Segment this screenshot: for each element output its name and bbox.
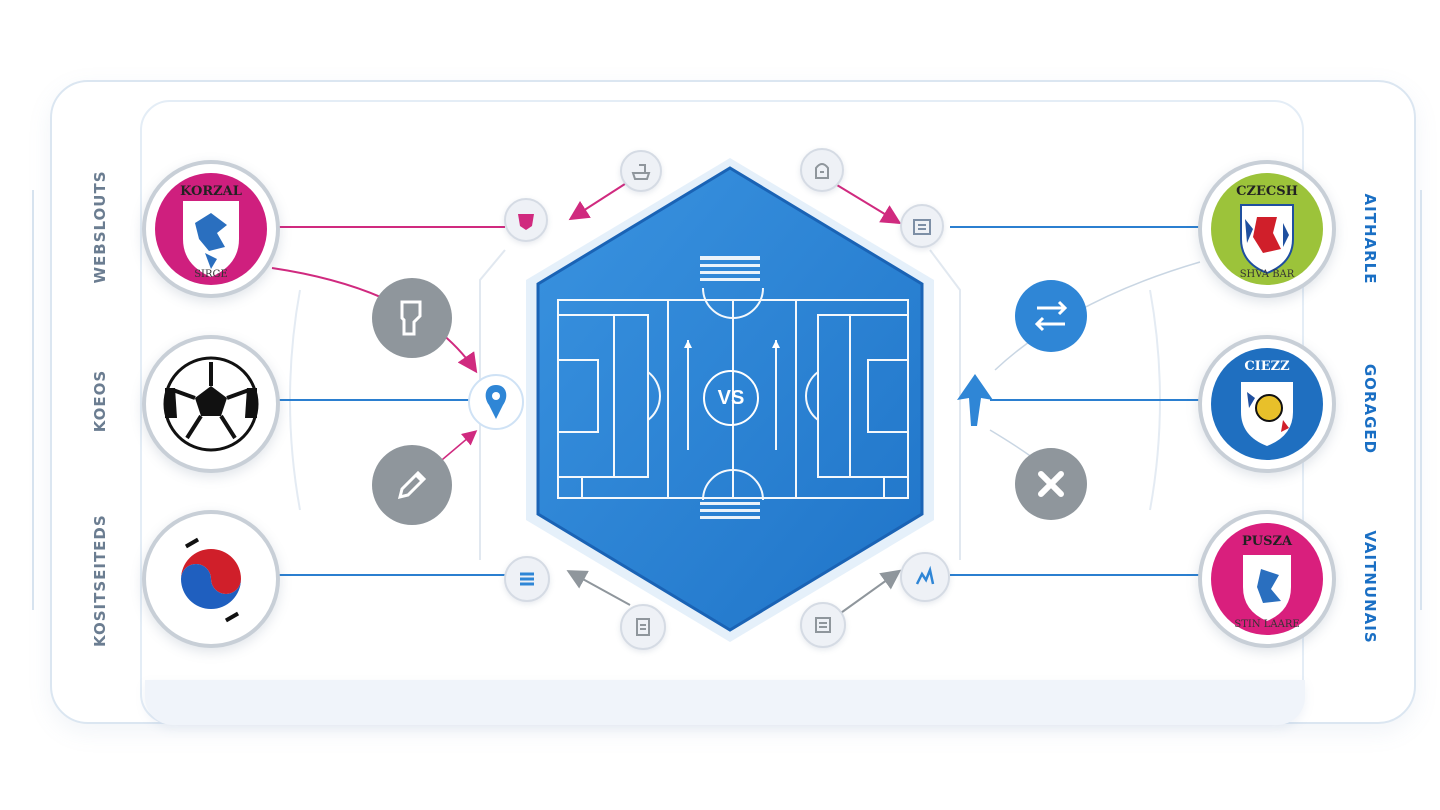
team-subtitle: SHVA BAR (1239, 269, 1295, 280)
scan-icon (915, 565, 935, 585)
arrow-grey-bottom-left (566, 570, 631, 606)
left-hub-arc (479, 249, 506, 560)
arrow-magenta-top-left (568, 181, 629, 221)
arrow-up-icon (957, 374, 993, 426)
right-hub-node[interactable] (950, 370, 1000, 430)
edit-node[interactable] (372, 445, 452, 525)
message-icon (815, 617, 831, 633)
receipt-icon (636, 618, 650, 636)
pitch-arrow-right (772, 340, 780, 348)
side-label-left-3: KOSITSEITEDS (91, 514, 109, 647)
left-edge-line (32, 190, 34, 610)
team-badge-ciezz[interactable]: CIEZZ (1198, 335, 1336, 473)
right-hub-arc (929, 249, 961, 560)
shield-crest-icon (1240, 204, 1294, 275)
arrows-icon (1034, 300, 1068, 332)
lion-crest-node[interactable] (504, 198, 548, 242)
shield-crest-icon (1243, 555, 1291, 621)
pitch-scoreboard-bottom (700, 502, 760, 519)
building-icon (815, 163, 829, 179)
document-icon (400, 300, 422, 336)
pitch-arrow-left (684, 340, 692, 348)
ciezz-badge-core (1211, 348, 1323, 460)
right-edge-line (1420, 190, 1422, 610)
close-icon (1038, 471, 1064, 497)
vs-badge: VS (703, 370, 759, 426)
message-node[interactable] (800, 602, 846, 648)
arrow-grey-bottom-right (837, 569, 902, 616)
lion-crest-icon (518, 214, 534, 230)
shield-crest-icon (1241, 382, 1293, 446)
building-node[interactable] (800, 148, 844, 192)
list-icon (520, 572, 534, 586)
receipt-node[interactable] (620, 604, 666, 650)
side-label-right-2: GORAGED (1361, 363, 1379, 455)
czecsh-badge-core (1211, 173, 1323, 285)
team-badge-korzal[interactable]: KORZAL SIRGE (142, 160, 280, 298)
team-badge-pusza[interactable]: PUSZA STIN LAARE (1198, 510, 1336, 648)
korea-flag-core (155, 523, 267, 635)
scan-node[interactable] (900, 552, 950, 602)
team-name: KORZAL (180, 184, 242, 199)
calendar-icon (913, 219, 931, 235)
soccer-ball-icon (163, 356, 259, 452)
document-node[interactable] (372, 278, 452, 358)
team-name: PUSZA (1241, 534, 1293, 549)
list-node[interactable] (504, 556, 550, 602)
cart-icon (631, 164, 651, 180)
taegeuk-icon (181, 537, 241, 623)
side-label-right-3: VAITNUNAIS (1361, 530, 1379, 644)
frame-base (145, 680, 1305, 725)
team-name: CIEZZ (1244, 359, 1290, 374)
team-badge-korea-flag[interactable] (142, 510, 280, 648)
side-label-left-1: WEBSLOUTS (91, 170, 109, 284)
soccer-ball-core (155, 348, 267, 460)
left-hub-node[interactable] (468, 374, 524, 430)
team-badge-czecsh[interactable]: CZECSH SHVA BAR (1198, 160, 1336, 298)
korzal-badge-core (155, 173, 267, 285)
calendar-node[interactable] (900, 204, 944, 248)
location-pin-icon (485, 385, 507, 419)
team-subtitle: STIN LAARE (1234, 619, 1300, 630)
team-subtitle: SIRGE (194, 269, 228, 280)
side-label-right-1: AITHARLE (1361, 193, 1379, 285)
edit-icon (397, 470, 427, 500)
arrows-node[interactable] (1015, 280, 1087, 352)
pusza-badge-core (1211, 523, 1323, 635)
shield-crest-icon (183, 201, 239, 277)
team-name: CZECSH (1236, 184, 1298, 199)
cart-node[interactable] (620, 150, 662, 192)
arrow-magenta-top-right (831, 181, 902, 225)
team-badge-soccer-ball[interactable] (142, 335, 280, 473)
close-node[interactable] (1015, 448, 1087, 520)
side-label-left-2: KOEOS (91, 369, 109, 433)
pitch-scoreboard-top (700, 256, 760, 281)
